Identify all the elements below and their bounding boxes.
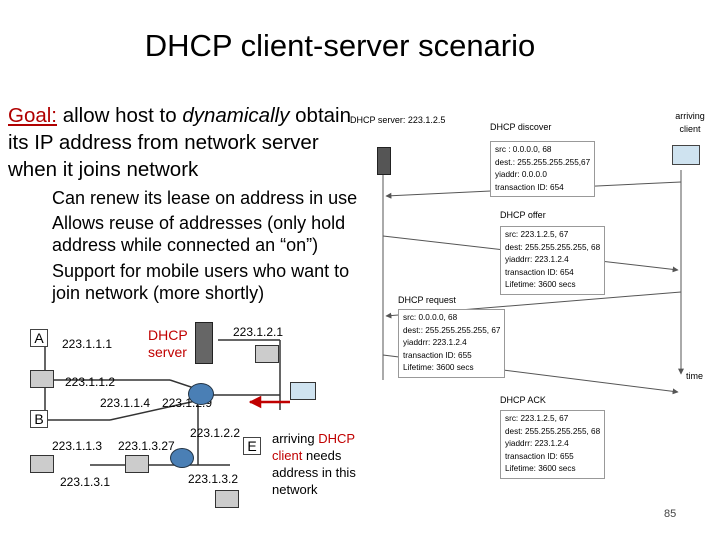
msg-name-discover: DHCP discover [490,122,552,132]
msg-box-ack: src: 223.1.2.5, 67 dest: 255.255.255.255… [500,410,606,479]
router-icon [188,383,214,405]
msg-box-request: src: 0.0.0.0, 68 dest:: 255.255.255.255,… [398,309,506,378]
addr-223-1-3-27: 223.1.3.27 [118,439,175,453]
addr-223-1-1-1: 223.1.1.1 [62,337,113,351]
subnet-e-label: E [243,437,261,455]
host-icon [255,345,279,363]
addr-223-1-3-1: 223.1.3.1 [60,475,111,489]
subnet-a-label: A [30,329,48,347]
addr-223-1-1-4: 223.1.1.4 [100,396,151,410]
host-icon [215,490,239,508]
addr-223-1-2-1: 223.1.2.1 [233,325,284,339]
server-icon [377,147,391,175]
server-label: DHCP server: 223.1.2.5 [350,115,446,125]
bullet-2: Allows reuse of addresses (only hold add… [52,213,346,255]
goal-prefix: Goal: [8,104,57,127]
msg-name-request: DHCP request [398,295,456,305]
arriving-client-text: arriving DHCP client needs address in th… [272,431,356,497]
laptop-icon [672,145,700,165]
router-icon [170,448,194,468]
page-number: 85 [664,508,677,520]
msg-box-offer: src: 223.1.2.5, 67 dest: 255.255.255.255… [500,226,606,295]
bullet-3: Support for mobile users who want to joi… [52,261,350,303]
time-label: time [686,371,704,381]
goal-text: Goal: allow host to dynamically obtain i… [8,104,352,181]
msg-name-offer: DHCP offer [500,210,546,220]
subnet-b-label: B [30,410,48,428]
host-icon [125,455,149,473]
laptop-icon [290,382,316,400]
host-icon [30,455,54,473]
page-title: DHCP client-server scenario [144,28,536,63]
bullet-1: Can renew its lease on address in use [52,188,358,208]
dhcp-server-icon [195,322,213,364]
addr-223-1-2-2: 223.1.2.2 [190,426,241,440]
msg-box-discover: src : 0.0.0.0, 68 dest.: 255.255.255.255… [490,141,596,197]
host-icon [30,370,54,388]
msg-name-ack: DHCP ACK [500,395,546,405]
addr-223-1-1-3: 223.1.1.3 [52,439,103,453]
addr-223-1-3-2: 223.1.3.2 [188,472,239,486]
addr-223-1-1-2: 223.1.1.2 [65,375,116,389]
dhcp-server-label: DHCP server [148,327,188,360]
client-label: arriving client [675,111,705,134]
